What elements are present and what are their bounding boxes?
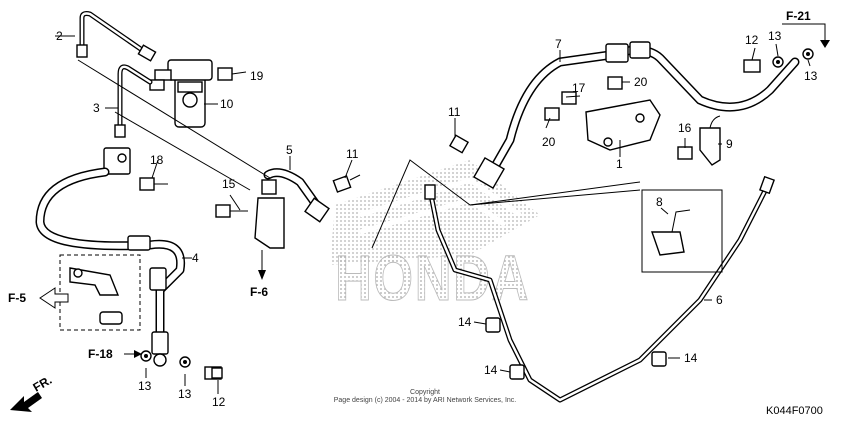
- label-15: 15: [222, 177, 236, 191]
- clip-9: [699, 115, 721, 166]
- bolt-17: [561, 91, 577, 105]
- ref-f21: F-21: [786, 9, 811, 23]
- watermark-text: HONDA: [335, 242, 530, 314]
- label-13-b: 13: [178, 387, 192, 401]
- arrow-f6: [258, 250, 266, 280]
- washers-13-right: [772, 48, 814, 68]
- label-7: 7: [555, 37, 562, 51]
- bolt-19: [217, 67, 247, 81]
- label-20-lower: 20: [542, 135, 556, 149]
- bolt-18: [139, 177, 168, 191]
- label-2: 2: [56, 29, 63, 43]
- brake-pipe-2: [76, 11, 157, 62]
- diagram-code: K044F0700: [766, 405, 823, 417]
- label-12-left: 12: [212, 395, 226, 409]
- bolt-11-left: [332, 174, 361, 193]
- brake-pipe-3: [114, 64, 153, 138]
- clamp-14-c: [651, 351, 667, 367]
- label-13-d: 13: [804, 69, 818, 83]
- label-12-right: 12: [745, 33, 759, 47]
- label-13-a: 13: [138, 379, 152, 393]
- bolt-16: [677, 146, 693, 160]
- label-20-upper: 20: [634, 75, 648, 89]
- label-10: 10: [220, 97, 234, 111]
- left-inset: [59, 254, 141, 331]
- label-11-left: 11: [346, 147, 359, 161]
- ref-f18: F-18: [88, 347, 113, 361]
- bolt-15: [215, 204, 248, 218]
- brake-hose-4: [35, 167, 186, 367]
- label-17: 17: [572, 81, 586, 95]
- label-16: 16: [678, 121, 692, 135]
- arrow-f18: [124, 350, 142, 358]
- bolt-20-lower: [544, 107, 560, 121]
- inset-clip-8: [641, 189, 723, 273]
- label-8: 8: [656, 195, 663, 209]
- ref-f6: F-6: [250, 285, 268, 299]
- clamp-14-a: [485, 317, 501, 333]
- copyright-line2: Page design (c) 2004 - 2014 by ARI Netwo…: [334, 397, 517, 404]
- bracket-5: [254, 168, 330, 249]
- arrow-f21: [782, 23, 830, 48]
- leader-lines: [55, 35, 811, 394]
- arrow-f5: [39, 287, 69, 309]
- clamp-14-b: [509, 364, 525, 380]
- label-1: 1: [616, 157, 623, 171]
- label-13-c: 13: [768, 29, 782, 43]
- ref-fr: FR.: [31, 373, 55, 395]
- bolt-12-right: [743, 59, 761, 73]
- brake-pipe-6: [424, 175, 775, 403]
- proportioning-valve-10: [149, 59, 213, 128]
- label-4: 4: [192, 251, 199, 265]
- bracket-1: [585, 99, 661, 151]
- label-14-c: 14: [684, 351, 698, 365]
- bolt-11-right: [448, 134, 470, 154]
- sealing-washers-13: [140, 350, 191, 368]
- honda-watermark: HONDA: [330, 160, 540, 315]
- three-way-joint: [103, 147, 131, 175]
- label-18: 18: [150, 153, 164, 167]
- oil-bolt-12: [204, 366, 223, 380]
- label-19: 19: [250, 69, 264, 83]
- arrow-fr: [10, 392, 42, 412]
- brake-hose-7: [473, 41, 800, 189]
- label-14-a: 14: [458, 315, 472, 329]
- label-3: 3: [93, 101, 100, 115]
- label-9: 9: [726, 137, 733, 151]
- label-6: 6: [716, 293, 723, 307]
- label-11-right: 11: [448, 105, 461, 119]
- bolt-20-upper: [607, 76, 623, 90]
- label-5: 5: [286, 143, 293, 157]
- ref-f5: F-5: [8, 291, 26, 305]
- copyright-line1: Copyright: [410, 389, 440, 396]
- label-14-b: 14: [484, 363, 498, 377]
